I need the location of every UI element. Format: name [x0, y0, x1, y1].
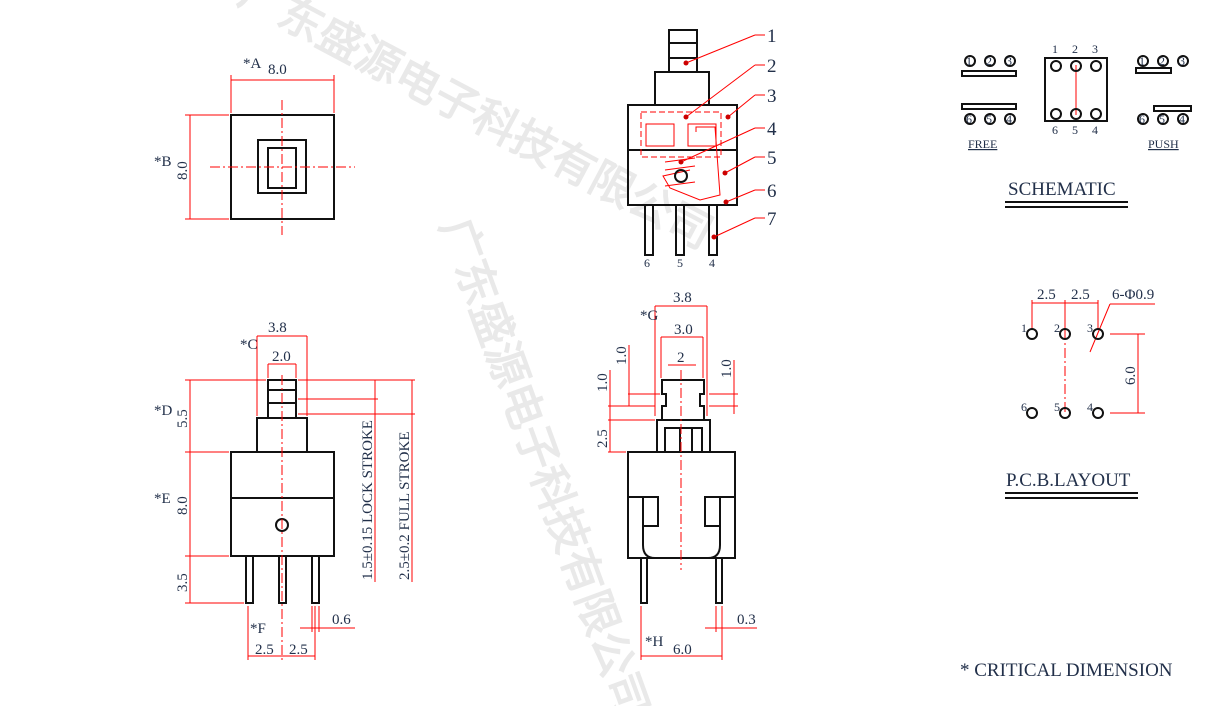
lock-stroke: 1.5±0.15 LOCK STROKE	[360, 420, 376, 580]
callout-4: 4	[767, 119, 777, 140]
dim-g-label: *G	[640, 308, 659, 324]
pin-label: 6	[644, 256, 650, 270]
label: 广东盛源电子科技有限公司	[430, 211, 659, 706]
label: 5	[1159, 112, 1165, 126]
dim-d-label: *D	[154, 403, 173, 419]
width-outer: 3.8	[673, 290, 692, 306]
push-label: PUSH	[1148, 137, 1179, 151]
dim-a-label: *A	[243, 56, 262, 72]
callout-5: 5	[767, 148, 777, 169]
pitch: 2.5	[255, 642, 274, 658]
label: 4	[1179, 112, 1185, 126]
top-view: *A 8.0 *B 8.0	[154, 56, 355, 235]
dim-b-value: 8.0	[175, 161, 191, 180]
callout-leaders	[678, 34, 765, 240]
pcb-layout: 1 2 3 6 5 4 2.5 2.5 6-Φ0.9 6.0 P.C.B.LAYOUT	[1005, 287, 1155, 499]
width-inner: 2.0	[272, 349, 291, 365]
dim-c-label: *C	[240, 337, 258, 353]
pitch: 2.5	[1071, 287, 1090, 303]
callout-6: 6	[767, 181, 777, 202]
front-view: 1 2 3 4 5 6 7 6 5 4	[627, 26, 777, 270]
label: 1	[1052, 42, 1058, 56]
label: 3	[1006, 54, 1012, 68]
label: 3	[1179, 54, 1185, 68]
dim-h-label: *H	[645, 634, 664, 650]
label: 5	[986, 112, 992, 126]
label: 4	[1006, 112, 1012, 126]
dim-b-label: *B	[154, 154, 172, 170]
side-view: 3.8 *C 2.0 *D 5.5 *E 8.0 3.5 1.5±0.15 LO…	[154, 320, 415, 660]
callout-7: 7	[767, 209, 777, 230]
dim-e-value: 8.0	[175, 496, 191, 515]
pin-label: 5	[677, 256, 683, 270]
label: 2	[1054, 321, 1060, 335]
width-mid: 3.0	[674, 322, 693, 338]
label: 6	[1021, 400, 1027, 414]
label: 2	[1072, 42, 1078, 56]
pcb-title: P.C.B.LAYOUT	[1006, 470, 1131, 491]
width-outer: 3.8	[268, 320, 287, 336]
callout-2: 2	[767, 56, 777, 77]
callout-3: 3	[767, 86, 777, 107]
dim-e-label: *E	[154, 491, 171, 507]
pin-thickness: 0.3	[737, 612, 756, 628]
width-inner: 2	[677, 350, 685, 366]
step: 1.0	[595, 373, 611, 392]
dim-d-value: 5.5	[175, 409, 191, 428]
label: 4	[1087, 400, 1093, 414]
free-label: FREE	[968, 137, 997, 151]
label: 1	[1021, 321, 1027, 335]
label: 4	[1092, 123, 1098, 137]
height: 2.5	[595, 429, 611, 448]
label: 6	[966, 112, 972, 126]
pin-label: 4	[709, 256, 715, 270]
schematic-title: SCHEMATIC	[1008, 179, 1116, 200]
callout-1: 1	[767, 26, 777, 47]
pitch: 2.5	[289, 642, 308, 658]
hole-spec: 6-Φ0.9	[1112, 287, 1154, 303]
dim-f-label: *F	[250, 621, 266, 637]
label: 5	[1054, 400, 1060, 414]
pin-width: 0.6	[332, 612, 351, 628]
dim-a-value: 8.0	[268, 62, 287, 78]
label: 3	[1092, 42, 1098, 56]
label: 6	[1139, 112, 1145, 126]
pcb-holes	[1026, 328, 1104, 419]
pin-length: 3.5	[175, 573, 191, 592]
label: 1	[966, 54, 972, 68]
label: 2	[986, 54, 992, 68]
step: 1.0	[614, 346, 630, 365]
step: 1.0	[719, 359, 735, 378]
end-view: 3.8 *G 3.0 2 1.0 1.0 1.0 2.5 0.3 *H 6.0	[595, 290, 757, 660]
label: 5	[1072, 123, 1078, 137]
label: 2	[1159, 54, 1165, 68]
pitch: 2.5	[1037, 287, 1056, 303]
row-gap: 6.0	[1123, 366, 1139, 385]
label: 6	[1052, 123, 1058, 137]
label: 1	[1139, 54, 1145, 68]
label: 3	[1087, 321, 1093, 335]
dim-h-value: 6.0	[673, 642, 692, 658]
full-stroke: 2.5±0.2 FULL STROKE	[397, 431, 413, 580]
critical-dimension-note: * CRITICAL DIMENSION	[960, 660, 1173, 681]
